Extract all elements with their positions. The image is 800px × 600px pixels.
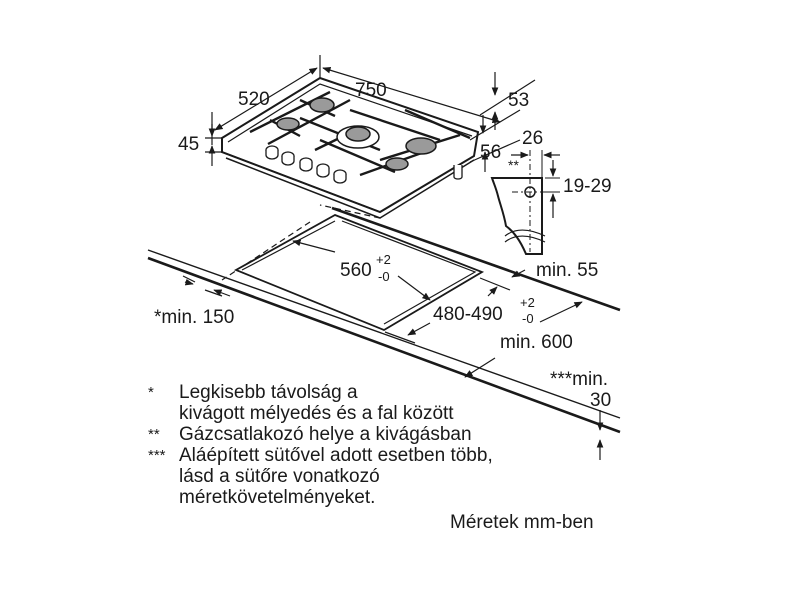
clearance-side: *min. 150 [154, 307, 234, 328]
gas-connection-marker: ** [508, 157, 519, 173]
gas-connection-detail [490, 150, 560, 255]
dim-gas-horizontal: 26 [522, 128, 543, 149]
cutout-depth: 480-490 [433, 304, 503, 325]
cutout-width-tol-minus: -0 [378, 269, 390, 284]
burner-rear-right [405, 137, 437, 155]
dim-height: 45 [178, 134, 199, 155]
clearance-below-label: ***min. [550, 369, 608, 390]
burner-wok [345, 126, 371, 142]
dim-width: 750 [355, 80, 387, 101]
dim-front-offset: 53 [508, 90, 529, 111]
cutout-depth-tol-plus: +2 [520, 295, 535, 310]
legend-item: ** Gázcsatlakozó helye a kivágásban [148, 424, 472, 445]
burner-rear-left [309, 97, 335, 113]
cutout-dimension-lines [182, 239, 604, 460]
dim-side-offset: 56 [480, 142, 501, 163]
hob-dimension-lines [205, 55, 536, 172]
dim-gas-vertical: 19-29 [563, 176, 612, 197]
clearance-back: min. 55 [536, 260, 598, 281]
units-note: Méretek mm-ben [450, 512, 594, 533]
legend-item: *** Aláépített sütővel adott esetben töb… [148, 445, 493, 508]
cutout-width: 560 [340, 260, 372, 281]
legend-item: * Legkisebb távolság a kivágott mélyedés… [148, 382, 454, 424]
control-knobs [265, 145, 463, 184]
burner-front-right [385, 157, 409, 171]
burner-front-left [276, 117, 300, 131]
clearance-below-value: 30 [590, 390, 611, 411]
dim-depth: 520 [238, 89, 270, 110]
cutout-depth-tol-minus: -0 [522, 311, 534, 326]
footnote-legend: * Legkisebb távolság a kivágott mélyedés… [148, 382, 493, 508]
clearance-worktop-depth: min. 600 [500, 332, 573, 353]
cutout-width-tol-plus: +2 [376, 252, 391, 267]
